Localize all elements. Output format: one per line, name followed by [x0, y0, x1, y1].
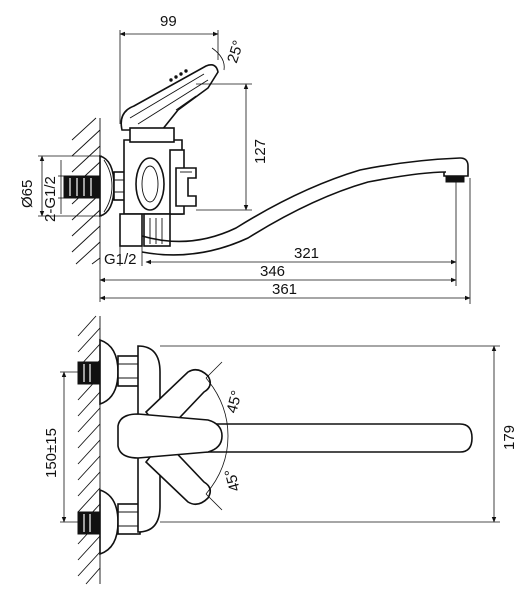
dimension-diameter: Ø65 — [19, 155, 102, 217]
shower-diverter-marks — [169, 69, 188, 82]
dim-label-179: 179 — [501, 425, 518, 450]
angle-arcs: 45° 45° — [205, 361, 246, 511]
wall-hatch-bottom — [77, 315, 101, 585]
dimension-top: 99 — [119, 13, 219, 124]
dimension-thread-outlet: G1/2 — [104, 246, 143, 268]
dimension-height-127: 127 — [196, 83, 269, 211]
dimension-angle-25: 25° — [211, 38, 247, 71]
dim-label-angle-lower: 45° — [222, 467, 244, 493]
lever-positions — [117, 368, 223, 506]
dim-label-361: 361 — [272, 281, 297, 298]
dim-label-angle-upper: 45° — [223, 389, 245, 415]
dim-label-127: 127 — [252, 139, 269, 164]
dim-label-inlet-spacing: 150±15 — [43, 428, 60, 478]
dimension-length-361: 361 — [99, 178, 471, 304]
dim-label-99: 99 — [160, 13, 177, 30]
upper-inlet — [77, 338, 141, 406]
lower-inlet — [77, 488, 141, 556]
dim-label-diameter: Ø65 — [19, 180, 36, 208]
dim-label-346: 346 — [260, 263, 285, 280]
dimension-depth-179: 179 — [160, 345, 518, 523]
bottom-outlet — [119, 213, 171, 247]
spout-plan — [160, 423, 473, 453]
dimension-length-321: 321 — [145, 182, 457, 286]
spout — [141, 157, 469, 256]
dim-label-321: 321 — [294, 245, 319, 262]
plan-view: 45° 45° 150±15 179 — [43, 315, 518, 585]
lever-handle — [120, 64, 219, 143]
mixer-body — [123, 139, 197, 215]
dim-label-thread-outlet: G1/2 — [104, 251, 137, 268]
side-view: 99 25° 127 Ø65 2-G1/2 — [19, 13, 471, 304]
dimension-thread-inlet: 2-G1/2 — [42, 160, 66, 222]
dimension-length-346: 346 — [99, 263, 457, 302]
dimension-inlet-spacing: 150±15 — [43, 371, 80, 523]
dim-label-25deg: 25° — [224, 38, 247, 65]
dim-label-thread-inlet: 2-G1/2 — [42, 176, 59, 222]
eccentric-fitting — [63, 175, 101, 199]
